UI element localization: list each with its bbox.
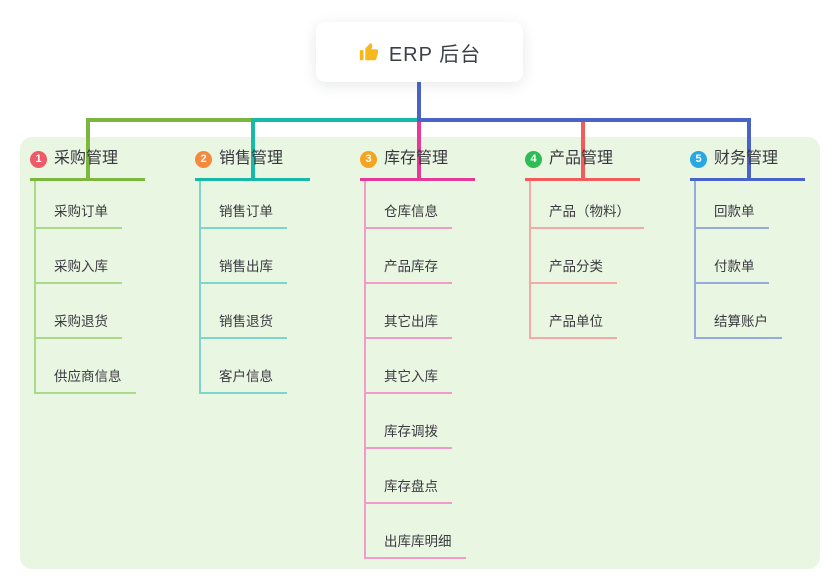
- branch-node-2[interactable]: 2 销售管理: [195, 148, 310, 181]
- child-label: 销售退货: [219, 314, 273, 329]
- child-node[interactable]: 仓库信息: [366, 181, 452, 229]
- branch-label: 产品管理: [549, 150, 614, 167]
- child-label: 其它入库: [384, 369, 438, 384]
- branch-number-badge: 5: [690, 150, 707, 168]
- branch-drop-line: [251, 118, 255, 181]
- root-connector-line: [417, 82, 421, 118]
- child-node[interactable]: 产品库存: [366, 229, 452, 284]
- bus-segment-blue: [417, 118, 751, 122]
- child-label: 库存调拨: [384, 424, 438, 439]
- branch-number-badge: 4: [525, 150, 542, 168]
- bus-segment-green: [86, 118, 253, 122]
- child-node[interactable]: 库存调拨: [366, 394, 452, 449]
- child-node[interactable]: 销售出库: [201, 229, 287, 284]
- branch-node-5[interactable]: 5 财务管理: [690, 148, 805, 181]
- child-node[interactable]: 产品分类: [531, 229, 617, 284]
- branch-children: 销售订单销售出库销售退货客户信息: [199, 181, 287, 394]
- branch-drop-line: [86, 118, 90, 181]
- child-label: 产品单位: [549, 314, 603, 329]
- child-node[interactable]: 结算账户: [696, 284, 782, 339]
- branch-node-1[interactable]: 1 采购管理: [30, 148, 145, 181]
- child-label: 产品（物料）: [549, 204, 630, 219]
- branch-number-badge: 1: [30, 150, 47, 168]
- child-node[interactable]: 库存盘点: [366, 449, 452, 504]
- child-label: 产品库存: [384, 259, 438, 274]
- branch-label: 库存管理: [384, 150, 449, 167]
- branch-drop-line: [747, 118, 751, 181]
- branch-label: 采购管理: [54, 150, 119, 167]
- child-label: 出库库明细: [384, 534, 452, 549]
- child-label: 回款单: [714, 204, 755, 219]
- root-node-erp[interactable]: ERP 后台: [316, 22, 523, 82]
- child-node[interactable]: 采购入库: [36, 229, 122, 284]
- child-node[interactable]: 销售订单: [201, 181, 287, 229]
- child-label: 结算账户: [714, 314, 768, 329]
- branch-drop-line: [417, 122, 421, 181]
- branch-children: 仓库信息产品库存其它出库其它入库库存调拨库存盘点出库库明细: [364, 181, 466, 559]
- child-node[interactable]: 其它出库: [366, 284, 452, 339]
- thumbs-up-icon: [359, 42, 378, 61]
- child-node[interactable]: 销售退货: [201, 284, 287, 339]
- branch-number-badge: 3: [360, 150, 377, 168]
- branch-children: 产品（物料） 产品分类产品单位: [529, 181, 644, 339]
- branch-node-3[interactable]: 3 库存管理: [360, 148, 475, 181]
- group-panel: [20, 137, 820, 569]
- child-label: 仓库信息: [384, 204, 438, 219]
- child-node[interactable]: 采购退货: [36, 284, 122, 339]
- child-label: 采购订单: [54, 204, 108, 219]
- child-node[interactable]: 供应商信息: [36, 339, 136, 394]
- child-node[interactable]: 付款单: [696, 229, 769, 284]
- branch-node-4[interactable]: 4 产品管理: [525, 148, 640, 181]
- branch-children: 采购订单采购入库采购退货供应商信息: [34, 181, 136, 394]
- child-node[interactable]: 采购订单: [36, 181, 122, 229]
- child-label: 销售订单: [219, 204, 273, 219]
- child-label: 销售出库: [219, 259, 273, 274]
- root-label: ERP 后台: [388, 43, 482, 66]
- child-node[interactable]: 出库库明细: [366, 504, 466, 559]
- branch-drop-line: [581, 122, 585, 181]
- child-node[interactable]: 回款单: [696, 181, 769, 229]
- child-label: 采购入库: [54, 259, 108, 274]
- branch-number-badge: 2: [195, 150, 212, 168]
- child-label: 产品分类: [549, 259, 603, 274]
- child-label: 其它出库: [384, 314, 438, 329]
- bus-segment-teal: [251, 118, 419, 122]
- branch-label: 财务管理: [714, 150, 779, 167]
- child-label: 采购退货: [54, 314, 108, 329]
- child-label: 客户信息: [219, 369, 273, 384]
- child-node[interactable]: 产品单位: [531, 284, 617, 339]
- child-node[interactable]: 产品（物料）: [531, 181, 644, 229]
- child-node[interactable]: 客户信息: [201, 339, 287, 394]
- branch-children: 回款单付款单结算账户: [694, 181, 782, 339]
- child-label: 库存盘点: [384, 479, 438, 494]
- child-label: 付款单: [714, 259, 755, 274]
- child-label: 供应商信息: [54, 369, 122, 384]
- child-node[interactable]: 其它入库: [366, 339, 452, 394]
- branch-label: 销售管理: [219, 150, 284, 167]
